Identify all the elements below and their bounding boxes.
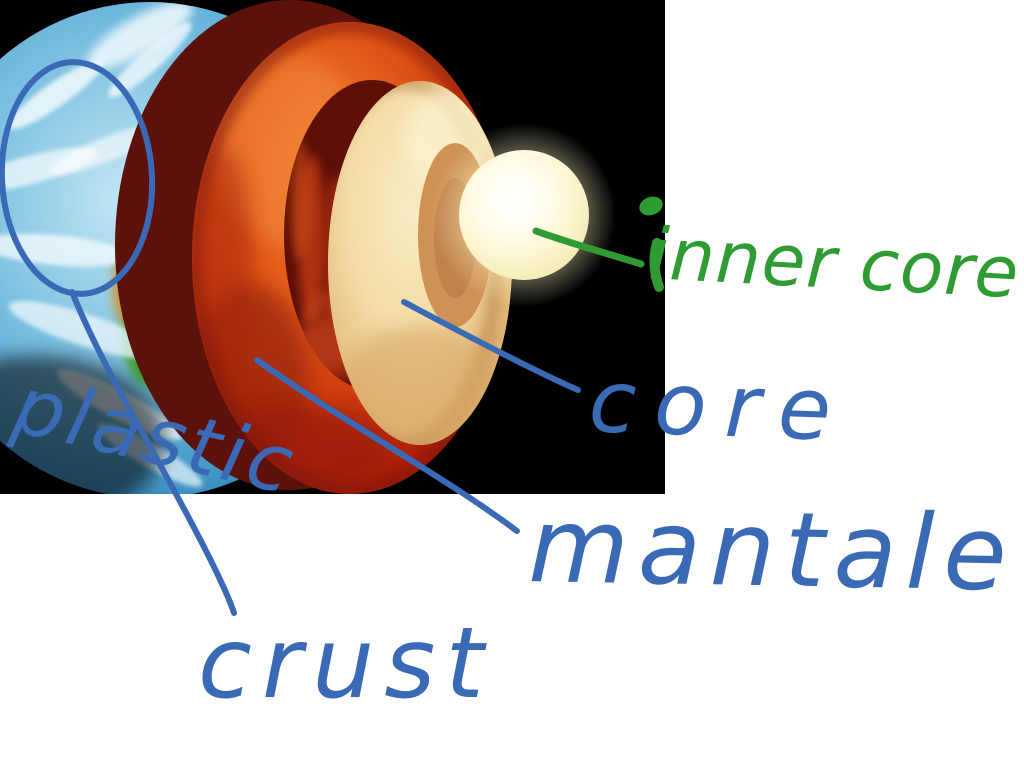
crust-leader-line [69, 289, 237, 616]
mantle-leader-line [254, 357, 520, 534]
crust-circle-annotation [0, 59, 156, 297]
label-inner-core: inner core [647, 212, 1021, 314]
inner-core-i-stem-scribble [649, 238, 664, 292]
label-mantle: mantale [528, 486, 1017, 614]
label-crust: crust [198, 607, 494, 721]
inner-core-i-dot-scribble [639, 196, 663, 216]
core-leader-line [401, 299, 581, 393]
earth-cutaway-image [0, 0, 665, 494]
label-core: core [587, 352, 851, 461]
inner-core-leader-line [532, 227, 645, 268]
inner-core-sphere [432, 123, 616, 307]
